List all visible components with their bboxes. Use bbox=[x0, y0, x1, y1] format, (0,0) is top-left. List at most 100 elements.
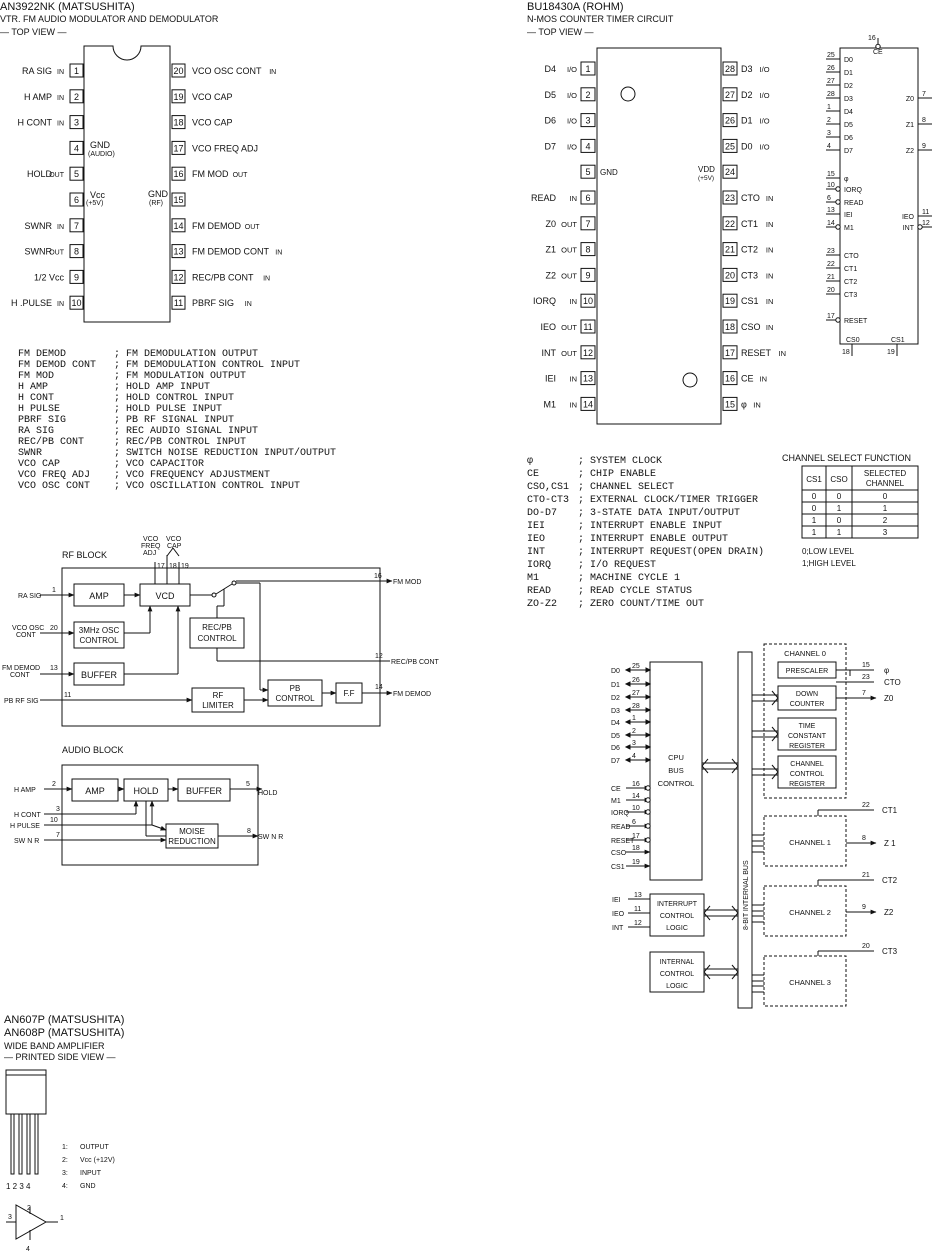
bu18430-view: — TOP VIEW — bbox=[527, 27, 594, 37]
csf-cell: 0 bbox=[812, 504, 817, 513]
ch0-label: CHANNEL 0 bbox=[784, 649, 826, 658]
bidir-arrow bbox=[624, 707, 631, 713]
bu-pin-19-label: CS1 bbox=[741, 296, 759, 306]
blk-pin-n: 16 bbox=[632, 781, 640, 788]
bu-pin-2-num: 2 bbox=[585, 90, 590, 100]
logic-n: 12 bbox=[922, 220, 930, 227]
logic-n: 22 bbox=[827, 261, 835, 268]
ce-bubble bbox=[875, 43, 881, 50]
bu-pin-14-dir: IN bbox=[570, 400, 578, 409]
recpb-label2: CONTROL bbox=[197, 634, 237, 643]
blk-pin-n: 2 bbox=[632, 728, 636, 735]
reduction-label: REDUCTION bbox=[168, 837, 216, 846]
tc-l3: REGISTER bbox=[789, 743, 825, 750]
cpu-l2: BUS bbox=[668, 766, 683, 775]
blk-pin-label: CS1 bbox=[611, 864, 625, 871]
bu-pin-16-label: CE bbox=[741, 374, 754, 384]
pin-9-number: 9 bbox=[74, 272, 79, 282]
pin-4-box bbox=[69, 140, 84, 155]
ic-body bbox=[83, 45, 171, 323]
cs-n: 19 bbox=[887, 349, 895, 356]
bu-pin-25-label: D0 bbox=[741, 141, 753, 151]
ch-connect bbox=[752, 915, 764, 923]
bu-pin-16-dir: IN bbox=[760, 375, 768, 384]
logic-n: 4 bbox=[827, 143, 831, 150]
pin-5-label: HOLD bbox=[27, 169, 53, 179]
ce-n: 16 bbox=[868, 35, 876, 42]
bu-pin-3-num: 3 bbox=[585, 116, 590, 126]
logic-label: CT1 bbox=[844, 266, 857, 273]
hcont-n: 3 bbox=[56, 806, 60, 813]
int-l2: CONTROL bbox=[660, 913, 694, 920]
recpb-label: REC/PB bbox=[202, 623, 232, 632]
bu-pin-9-label: Z2 bbox=[545, 270, 556, 280]
bu-pin-18-num: 18 bbox=[725, 322, 735, 332]
vcc-label: Vcc bbox=[90, 190, 106, 200]
prescaler-label: PRESCALER bbox=[786, 668, 828, 675]
ch0-connect bbox=[752, 768, 778, 776]
pin-10-box bbox=[69, 295, 84, 310]
logic-label: Z2 bbox=[906, 148, 914, 155]
channel-2-label: CHANNEL 2 bbox=[789, 908, 831, 917]
channel-1-label: CHANNEL 1 bbox=[789, 838, 831, 847]
logic-label: IEO bbox=[902, 214, 915, 221]
bu-pin-19-dir: IN bbox=[766, 297, 774, 306]
wire bbox=[172, 547, 180, 557]
pin-11-dir: IN bbox=[245, 301, 252, 308]
bu-legend-key: IEO bbox=[527, 534, 546, 545]
logic-n: 1 bbox=[827, 104, 831, 111]
bu-legend-key: READ bbox=[527, 586, 552, 597]
logic-n: 21 bbox=[827, 274, 835, 281]
pin17: 17 bbox=[157, 563, 165, 570]
amp-label: AMP bbox=[89, 591, 109, 601]
pin-5-number: 5 bbox=[74, 169, 79, 179]
bubble bbox=[645, 809, 651, 815]
bu-pin-7-box bbox=[580, 216, 596, 231]
bu-pin-27-box bbox=[722, 87, 738, 102]
pin-num-3: 3: bbox=[62, 1170, 68, 1177]
blk-pin-n: 25 bbox=[632, 663, 640, 670]
pin-2-dir: IN bbox=[57, 95, 64, 102]
lead-1 bbox=[10, 1113, 15, 1175]
pin-desc-4: GND bbox=[80, 1183, 96, 1190]
pin-15-box bbox=[171, 192, 186, 207]
bidir-arrow bbox=[645, 757, 652, 763]
blk-pin-n: 10 bbox=[632, 805, 640, 812]
logic-label: D5 bbox=[844, 122, 853, 129]
bus-connect bbox=[704, 909, 738, 917]
bus-arrowhead bbox=[703, 964, 711, 980]
pin-20-label: VCO OSC CONT bbox=[192, 66, 262, 76]
bu-pin-4-dir: I/O bbox=[567, 142, 577, 151]
bu-pin-27-num: 27 bbox=[725, 90, 735, 100]
bidir-arrow bbox=[645, 719, 652, 725]
pin-desc-3: INPUT bbox=[80, 1170, 102, 1177]
tc-l1: TIME bbox=[799, 723, 816, 730]
pin-11-box bbox=[171, 295, 186, 310]
hold-n: 5 bbox=[246, 781, 250, 788]
hpulse-label: H PULSE bbox=[10, 823, 40, 830]
bu-pin-27-label: D2 bbox=[741, 90, 753, 100]
bu-pin-10-dir: IN bbox=[570, 297, 578, 306]
bubble bbox=[917, 224, 923, 230]
bidir-arrow bbox=[645, 667, 652, 673]
swnr-n: 7 bbox=[56, 832, 60, 839]
icl-l3: LOGIC bbox=[666, 983, 688, 990]
bu-pin-16-box bbox=[722, 371, 738, 386]
pin-8-box bbox=[69, 244, 84, 259]
int-pin-label: IEI bbox=[612, 897, 621, 904]
blk-pin-label: D6 bbox=[611, 745, 620, 752]
rp-n: 20 bbox=[862, 943, 870, 950]
csf-h3a: SELECTED bbox=[864, 469, 906, 478]
ch0-connect bbox=[752, 694, 778, 702]
bu-pin-6-dir: IN bbox=[570, 194, 578, 203]
bu-pin-17-dir: IN bbox=[779, 349, 787, 358]
bu-legend-key: M1 bbox=[527, 573, 540, 584]
rp-n: 9 bbox=[862, 904, 866, 911]
bu-pin-8-box bbox=[580, 242, 596, 257]
bu-legend-key: IEI bbox=[527, 521, 546, 532]
legend-desc: ; FM DEMODULATION CONTROL INPUT bbox=[114, 360, 301, 371]
bu-pin-12-dir: OUT bbox=[561, 349, 577, 358]
bidir-arrow bbox=[645, 744, 652, 750]
legend-desc: ; FM DEMODULATION OUTPUT bbox=[114, 349, 259, 360]
bu-pin-22-label: CT1 bbox=[741, 219, 758, 229]
